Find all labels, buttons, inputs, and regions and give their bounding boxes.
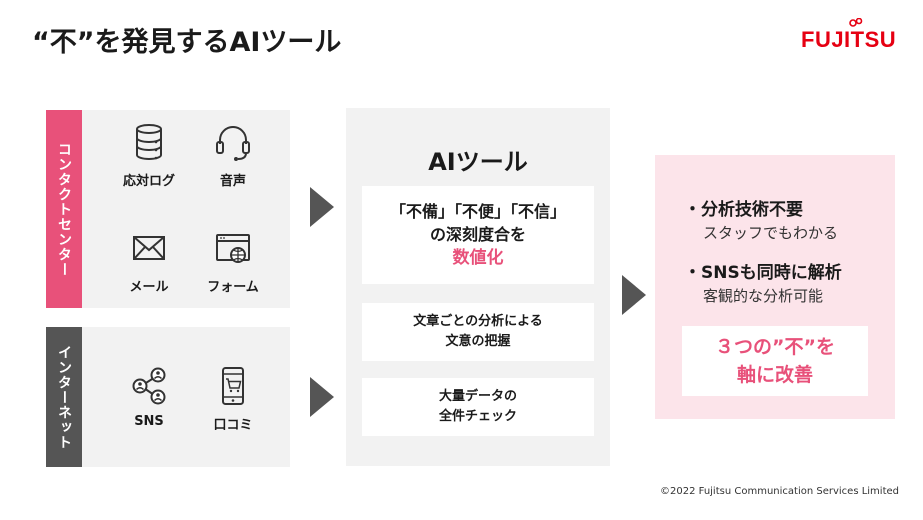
result-box: ３つの”不”を 軸に改善 <box>682 326 868 396</box>
feature-highlight: 数値化 <box>452 248 504 268</box>
database-icon <box>136 124 162 160</box>
source-label: メール <box>129 280 169 295</box>
svg-text:FUJITSU: FUJITSU <box>801 27 896 52</box>
source-label: 口コミ <box>213 418 253 433</box>
feature-line: 「不備」「不便」「不信」 <box>389 202 566 221</box>
contact-center-label: コンタクトセンター <box>46 110 82 308</box>
copyright: ©2022 Fujitsu Communication Services Lim… <box>659 486 899 497</box>
arrow-right-icon <box>622 275 646 315</box>
ai-tool-title: AIツール <box>428 148 528 176</box>
feature-line: 文意の把握 <box>445 334 511 349</box>
benefit-sub: スタッフでもわかる <box>703 224 839 242</box>
arrow-right-icon <box>310 187 334 227</box>
source-label: 音声 <box>219 174 246 189</box>
feature-line: 文章ごとの分析による <box>413 314 543 329</box>
feature-severity-quantification: 「不備」「不便」「不信」 の深刻度合を 数値化 <box>362 186 594 284</box>
source-form: フォーム <box>188 228 278 295</box>
benefit-sub: 客観的な分析可能 <box>703 287 824 305</box>
network-people-icon <box>132 367 166 405</box>
web-form-icon <box>216 234 250 263</box>
source-label: 応対ログ <box>122 174 175 189</box>
envelope-icon <box>133 236 165 260</box>
feature-full-check: 大量データの 全件チェック <box>362 378 594 436</box>
page-title: “不”を発見するAIツール <box>32 27 342 58</box>
source-sns: SNS <box>104 366 194 429</box>
feature-sentence-analysis: 文章ごとの分析による 文意の把握 <box>362 303 594 361</box>
benefit-heading: ・分析技術不要 <box>684 200 803 220</box>
source-label: フォーム <box>207 280 259 295</box>
source-mail: メール <box>104 228 194 295</box>
source-label: SNS <box>134 414 164 429</box>
feature-line: の深刻度合を <box>429 225 526 244</box>
fujitsu-logo: FUJITSU <box>799 17 899 56</box>
internet-panel <box>82 327 290 467</box>
arrow-right-icon <box>310 377 334 417</box>
internet-label: インターネット <box>46 327 82 467</box>
benefit-heading: ・SNSも同時に解析 <box>684 263 842 283</box>
source-word-of-mouth: 口コミ <box>188 366 278 433</box>
source-response-log: 応対ログ <box>104 122 194 189</box>
contact-center-panel <box>82 110 290 308</box>
smartphone-cart-icon <box>222 367 244 405</box>
source-voice: 音声 <box>188 122 278 189</box>
result-line: ３つの”不”を <box>715 336 835 358</box>
headset-icon <box>216 126 250 161</box>
result-line: 軸に改善 <box>736 364 813 386</box>
feature-line: 大量データの <box>438 389 517 404</box>
feature-line: 全件チェック <box>438 409 517 424</box>
